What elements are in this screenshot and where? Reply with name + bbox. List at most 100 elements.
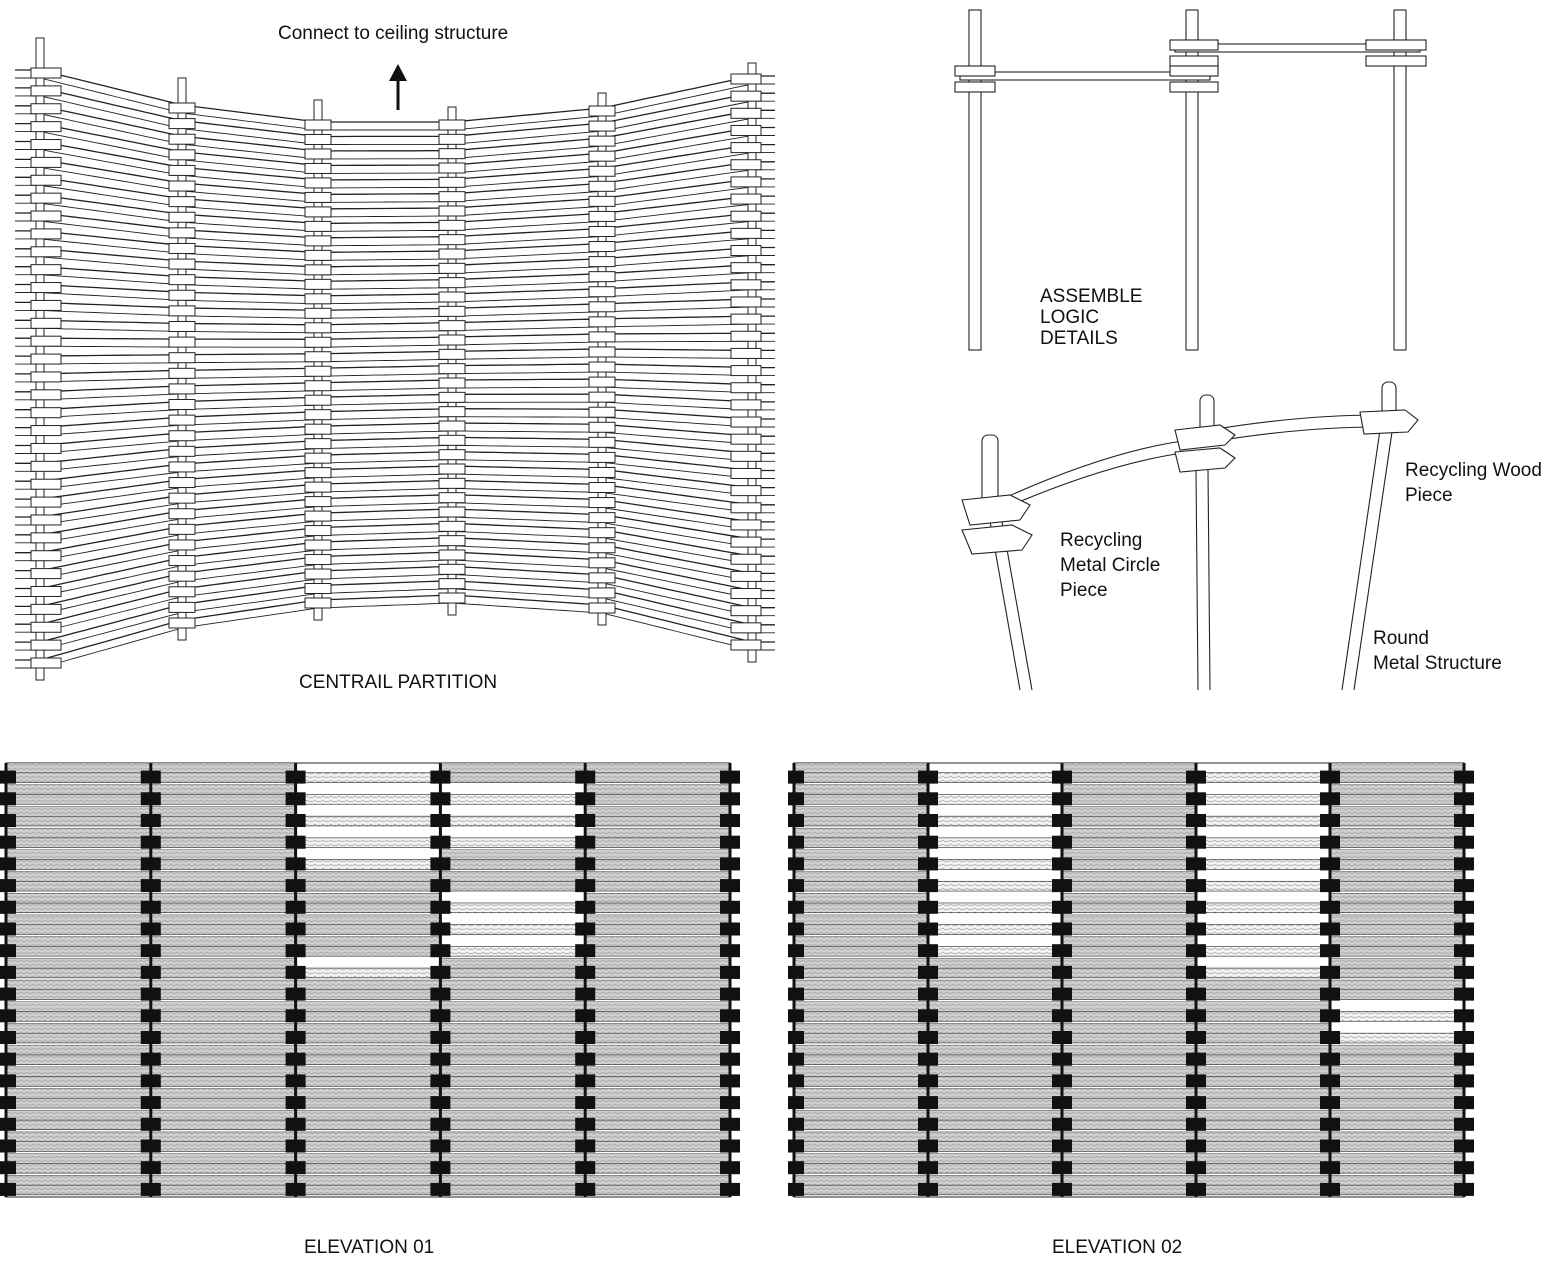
partition-slat-edge: [15, 255, 775, 276]
elevation-slat: [440, 794, 586, 805]
elevation-slat: [295, 936, 441, 947]
wood-clamp: [438, 535, 466, 547]
elevation-slat: [440, 979, 586, 990]
partition-slat-edge: [15, 545, 775, 597]
wood-clamp: [588, 391, 616, 403]
elevation-slat: [585, 1023, 731, 1034]
wood-clamp: [168, 242, 196, 254]
partition-slat: [15, 408, 775, 429]
elevation-slat: [440, 772, 586, 783]
elevation-slat: [1195, 837, 1331, 848]
elevation-slat: [1329, 1175, 1465, 1186]
elevation-slat: [585, 806, 731, 817]
elevation-slat: [1061, 1076, 1197, 1087]
elevation-slat: [5, 880, 152, 892]
elevation-clamp: [0, 944, 16, 958]
partition-slat: [15, 87, 775, 138]
partition-slat-edge: [15, 113, 775, 160]
partition-slat: [15, 494, 775, 536]
wood-clamp: [588, 316, 616, 328]
elevation-slat: [295, 967, 441, 979]
elevation-slat: [1329, 1153, 1465, 1164]
elevation-slat: [150, 859, 296, 870]
elevation-slat: [585, 1131, 731, 1142]
wood-clamp: [730, 227, 762, 239]
elevation-slat: [1329, 902, 1465, 914]
elevation-clamp: [788, 922, 804, 936]
wood-clamp: [30, 246, 62, 258]
clamp-block: [954, 81, 996, 93]
partition-slat: [15, 451, 775, 482]
elevation-slat: [150, 946, 296, 957]
elevation-slat: [584, 1119, 731, 1131]
elevation-slat: [150, 784, 296, 795]
partition-slat: [15, 332, 775, 340]
elevation-slat: [150, 772, 296, 783]
vertical-rod: [968, 9, 982, 351]
elevation-slat: [1061, 772, 1197, 783]
wood-clamp: [168, 508, 196, 520]
partition-slat: [15, 298, 775, 311]
elevation-slat: [1061, 967, 1197, 979]
wood-clamp: [730, 485, 762, 497]
elevation-slat: [440, 762, 586, 773]
elevation-slat: [5, 1044, 152, 1056]
elevation-slat: [1195, 967, 1331, 979]
elevation-slat: [1195, 772, 1331, 783]
wood-clamp: [438, 391, 466, 403]
elevation-slat: [440, 1032, 586, 1044]
elevation-slat: [927, 1163, 1063, 1174]
wood-clamp: [30, 121, 62, 133]
elevation-slat: [1329, 967, 1465, 979]
elevation-slat: [927, 989, 1063, 1000]
elevation-slat: [440, 1119, 586, 1131]
elevation-slat: [5, 772, 152, 783]
post-stub: [981, 434, 999, 506]
partition-slat-edge: [15, 531, 775, 580]
elevation-slat: [5, 958, 152, 969]
wood-clamp: [730, 450, 762, 462]
elevation-slat: [150, 979, 296, 990]
elevation-slat: [440, 1023, 586, 1034]
partition-slat-edge: [15, 149, 775, 189]
elevation-slat: [1329, 837, 1465, 848]
elevation-slat: [150, 762, 296, 773]
elevation-slat: [793, 967, 929, 979]
wood-clamp: [30, 353, 62, 365]
elevation-slat: [1195, 859, 1331, 870]
elevation-clamp: [0, 1096, 16, 1110]
elevation-clamp: [0, 965, 16, 979]
elevation-slat: [793, 1097, 929, 1109]
elevation-slat: [1061, 1097, 1197, 1109]
elevation-slat: [150, 1119, 296, 1131]
elevation-clamp: [0, 1139, 16, 1153]
partition-slat-edge: [15, 459, 775, 490]
wood-clamp: [730, 588, 762, 600]
elevation-slat: [584, 880, 731, 892]
elevation-slat: [1061, 1175, 1197, 1186]
elevation-slat: [440, 924, 586, 935]
elevation-01-drawing: [0, 762, 740, 1198]
elevation-slat: [295, 1076, 441, 1087]
elevation-slat: [1195, 1184, 1331, 1196]
partition-slat-edge: [15, 444, 775, 472]
elevation-slat: [793, 1001, 929, 1012]
wood-clamp: [588, 120, 616, 132]
elevation-slat: [793, 859, 929, 870]
elevation-slat: [5, 902, 152, 914]
wood-clamp: [438, 592, 466, 604]
elevation-slat: [150, 1032, 296, 1044]
elevation-slat: [150, 1110, 296, 1121]
elevation-slat: [1329, 1032, 1465, 1044]
elevation-slat: [927, 1184, 1063, 1196]
wood-clamp: [304, 235, 332, 247]
elevation-slat: [5, 1088, 152, 1099]
wood-clamp: [304, 322, 332, 334]
elevation-slat: [150, 967, 296, 979]
wood-clamp: [168, 258, 196, 270]
elevation-slat: [1329, 1054, 1465, 1065]
elevation-clamp: [788, 813, 804, 828]
wood-clamp: [304, 336, 332, 348]
elevation-clamp: [0, 1117, 16, 1131]
